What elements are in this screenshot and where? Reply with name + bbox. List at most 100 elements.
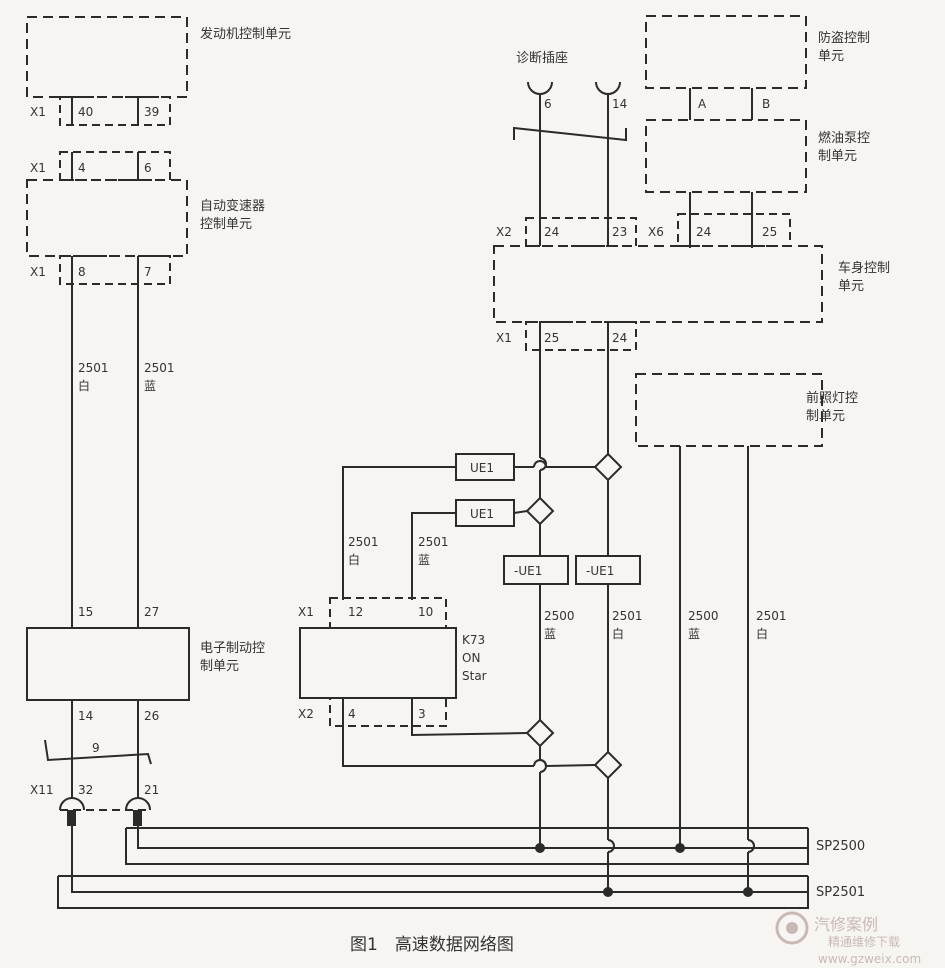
hlcm-label-2: 制单元	[806, 409, 845, 424]
pin-ebcm-26: 26	[144, 709, 159, 723]
bcm-x2-connector	[525, 217, 637, 247]
onstar-top-connector	[329, 597, 447, 629]
onstar-box	[299, 627, 457, 699]
pin-ebcm-14: 14	[78, 709, 93, 723]
diamond-bottom-left	[525, 718, 555, 748]
sp2500-label: SP2500	[816, 839, 865, 854]
ue1-label: UE1	[470, 507, 494, 521]
pin-immo-b: B	[762, 97, 770, 111]
bcm-box	[493, 245, 823, 323]
tcm-label-2: 控制单元	[200, 217, 252, 232]
pin-ecm-39: 39	[144, 105, 159, 119]
pin-bcm-x1-24: 24	[612, 331, 627, 345]
pin-bcm-x6-24: 24	[696, 225, 711, 239]
neg-ue1-box-b	[575, 555, 641, 585]
twist-label-9: 9	[92, 741, 100, 755]
pin-ebcm-15: 15	[78, 605, 93, 619]
pin-onstar-4: 4	[348, 707, 356, 721]
wire-label-color: 白	[612, 626, 624, 641]
sp2501-bar	[57, 825, 809, 909]
diamond-bottom-right	[593, 750, 623, 780]
wire-label-color: 蓝	[688, 627, 700, 641]
conn-onstar-x1: X1	[298, 605, 314, 619]
fpcm-box	[645, 119, 807, 193]
x11-socket-a	[59, 797, 85, 811]
ebcm-box	[26, 627, 190, 701]
conn-ecm: X1	[30, 105, 46, 119]
pin-bcm-x6-25: 25	[762, 225, 777, 239]
figure-caption: 图1 高速数据网络图	[350, 935, 514, 955]
conn-tcm-top: X1	[30, 161, 46, 175]
immo-label-1: 防盗控制	[818, 30, 870, 46]
pin-onstar-10: 10	[418, 605, 433, 619]
ebcm-label-1: 电子制动控	[200, 641, 265, 656]
onstar-bottom-connector	[329, 697, 447, 727]
ecm-connector	[59, 96, 171, 126]
wire-label-num: 2501	[418, 535, 449, 549]
pin-ebcm-27: 27	[144, 605, 159, 619]
onstar-label-1: K73	[462, 633, 485, 647]
wire-label-num: 2501	[612, 609, 643, 623]
diamond-top-right	[593, 452, 623, 482]
wire-label-color: 蓝	[144, 379, 156, 393]
pin-tcm-4: 4	[78, 161, 86, 175]
x11-socket-b	[125, 797, 151, 811]
pin-diag-6: 6	[544, 97, 552, 111]
wire-label-num: 2501	[756, 609, 787, 623]
immo-box	[645, 15, 807, 89]
tcm-top-connector	[59, 151, 171, 181]
pin-tcm-7: 7	[144, 265, 152, 279]
splice-dot-2500-bcm	[535, 843, 545, 853]
ue1-label: UE1	[470, 461, 494, 475]
watermark-line1: 汽修案例	[814, 915, 878, 934]
ebcm-label-2: 制单元	[200, 659, 239, 674]
fpcm-label-1: 燃油泵控	[818, 130, 870, 146]
diag-pin-14-socket	[595, 81, 621, 95]
bcm-label-2: 单元	[838, 279, 864, 294]
wire-label-num: 2501	[348, 535, 379, 549]
wire-label-color: 白	[78, 378, 90, 393]
fpcm-label-2: 制单元	[818, 149, 857, 164]
hlcm-label-1: 前照灯控	[806, 390, 858, 406]
diamond-top-left	[525, 496, 555, 526]
pin-bcm-x1-25: 25	[544, 331, 559, 345]
tcm-label-1: 自动变速器	[200, 198, 265, 214]
wire-label-num: 2500	[688, 609, 719, 623]
pin-bcm-x2-23: 23	[612, 225, 627, 239]
conn-onstar-x2: X2	[298, 707, 314, 721]
sp2500-bar	[125, 825, 809, 865]
wire-label-color: 白	[756, 626, 768, 641]
conn-tcm-bottom: X1	[30, 265, 46, 279]
wire-label-color: 蓝	[418, 553, 430, 567]
pin-x11-21: 21	[144, 783, 159, 797]
neg-ue1-label: -UE1	[586, 564, 614, 578]
pin-onstar-3: 3	[418, 707, 426, 721]
pin-x11-32: 32	[78, 783, 93, 797]
splice-dot-2501-hl	[743, 887, 753, 897]
tcm-box	[26, 179, 188, 257]
pin-tcm-6: 6	[144, 161, 152, 175]
watermark: 汽修案例 精通维修下载 www.gzweix.com	[775, 911, 921, 966]
pin-onstar-12: 12	[348, 605, 363, 619]
pin-bcm-x2-24: 24	[544, 225, 559, 239]
diag-connector-label: 诊断插座	[516, 51, 568, 66]
tcm-bottom-connector	[59, 255, 171, 285]
pin-tcm-8: 8	[78, 265, 86, 279]
watermark-line2: 精通维修下载	[828, 934, 900, 949]
immo-label-2: 单元	[818, 49, 844, 64]
conn-bcm-x2: X2	[496, 225, 512, 239]
sp2501-label: SP2501	[816, 885, 865, 900]
splice-dot-2501-bcm	[603, 887, 613, 897]
ecm-box	[26, 16, 188, 98]
conn-ebcm-x11: X11	[30, 783, 54, 797]
pin-immo-a: A	[698, 97, 707, 111]
conn-bcm-x6: X6	[648, 225, 664, 239]
wire-label-num: 2501	[144, 361, 175, 375]
watermark-url: www.gzweix.com	[818, 952, 921, 966]
onstar-label-3: Star	[462, 669, 487, 683]
splice-dot-2500-hl	[675, 843, 685, 853]
wire-label-color: 白	[348, 552, 360, 567]
bcm-x1-connector	[525, 321, 637, 351]
wire-label-color: 蓝	[544, 627, 556, 641]
